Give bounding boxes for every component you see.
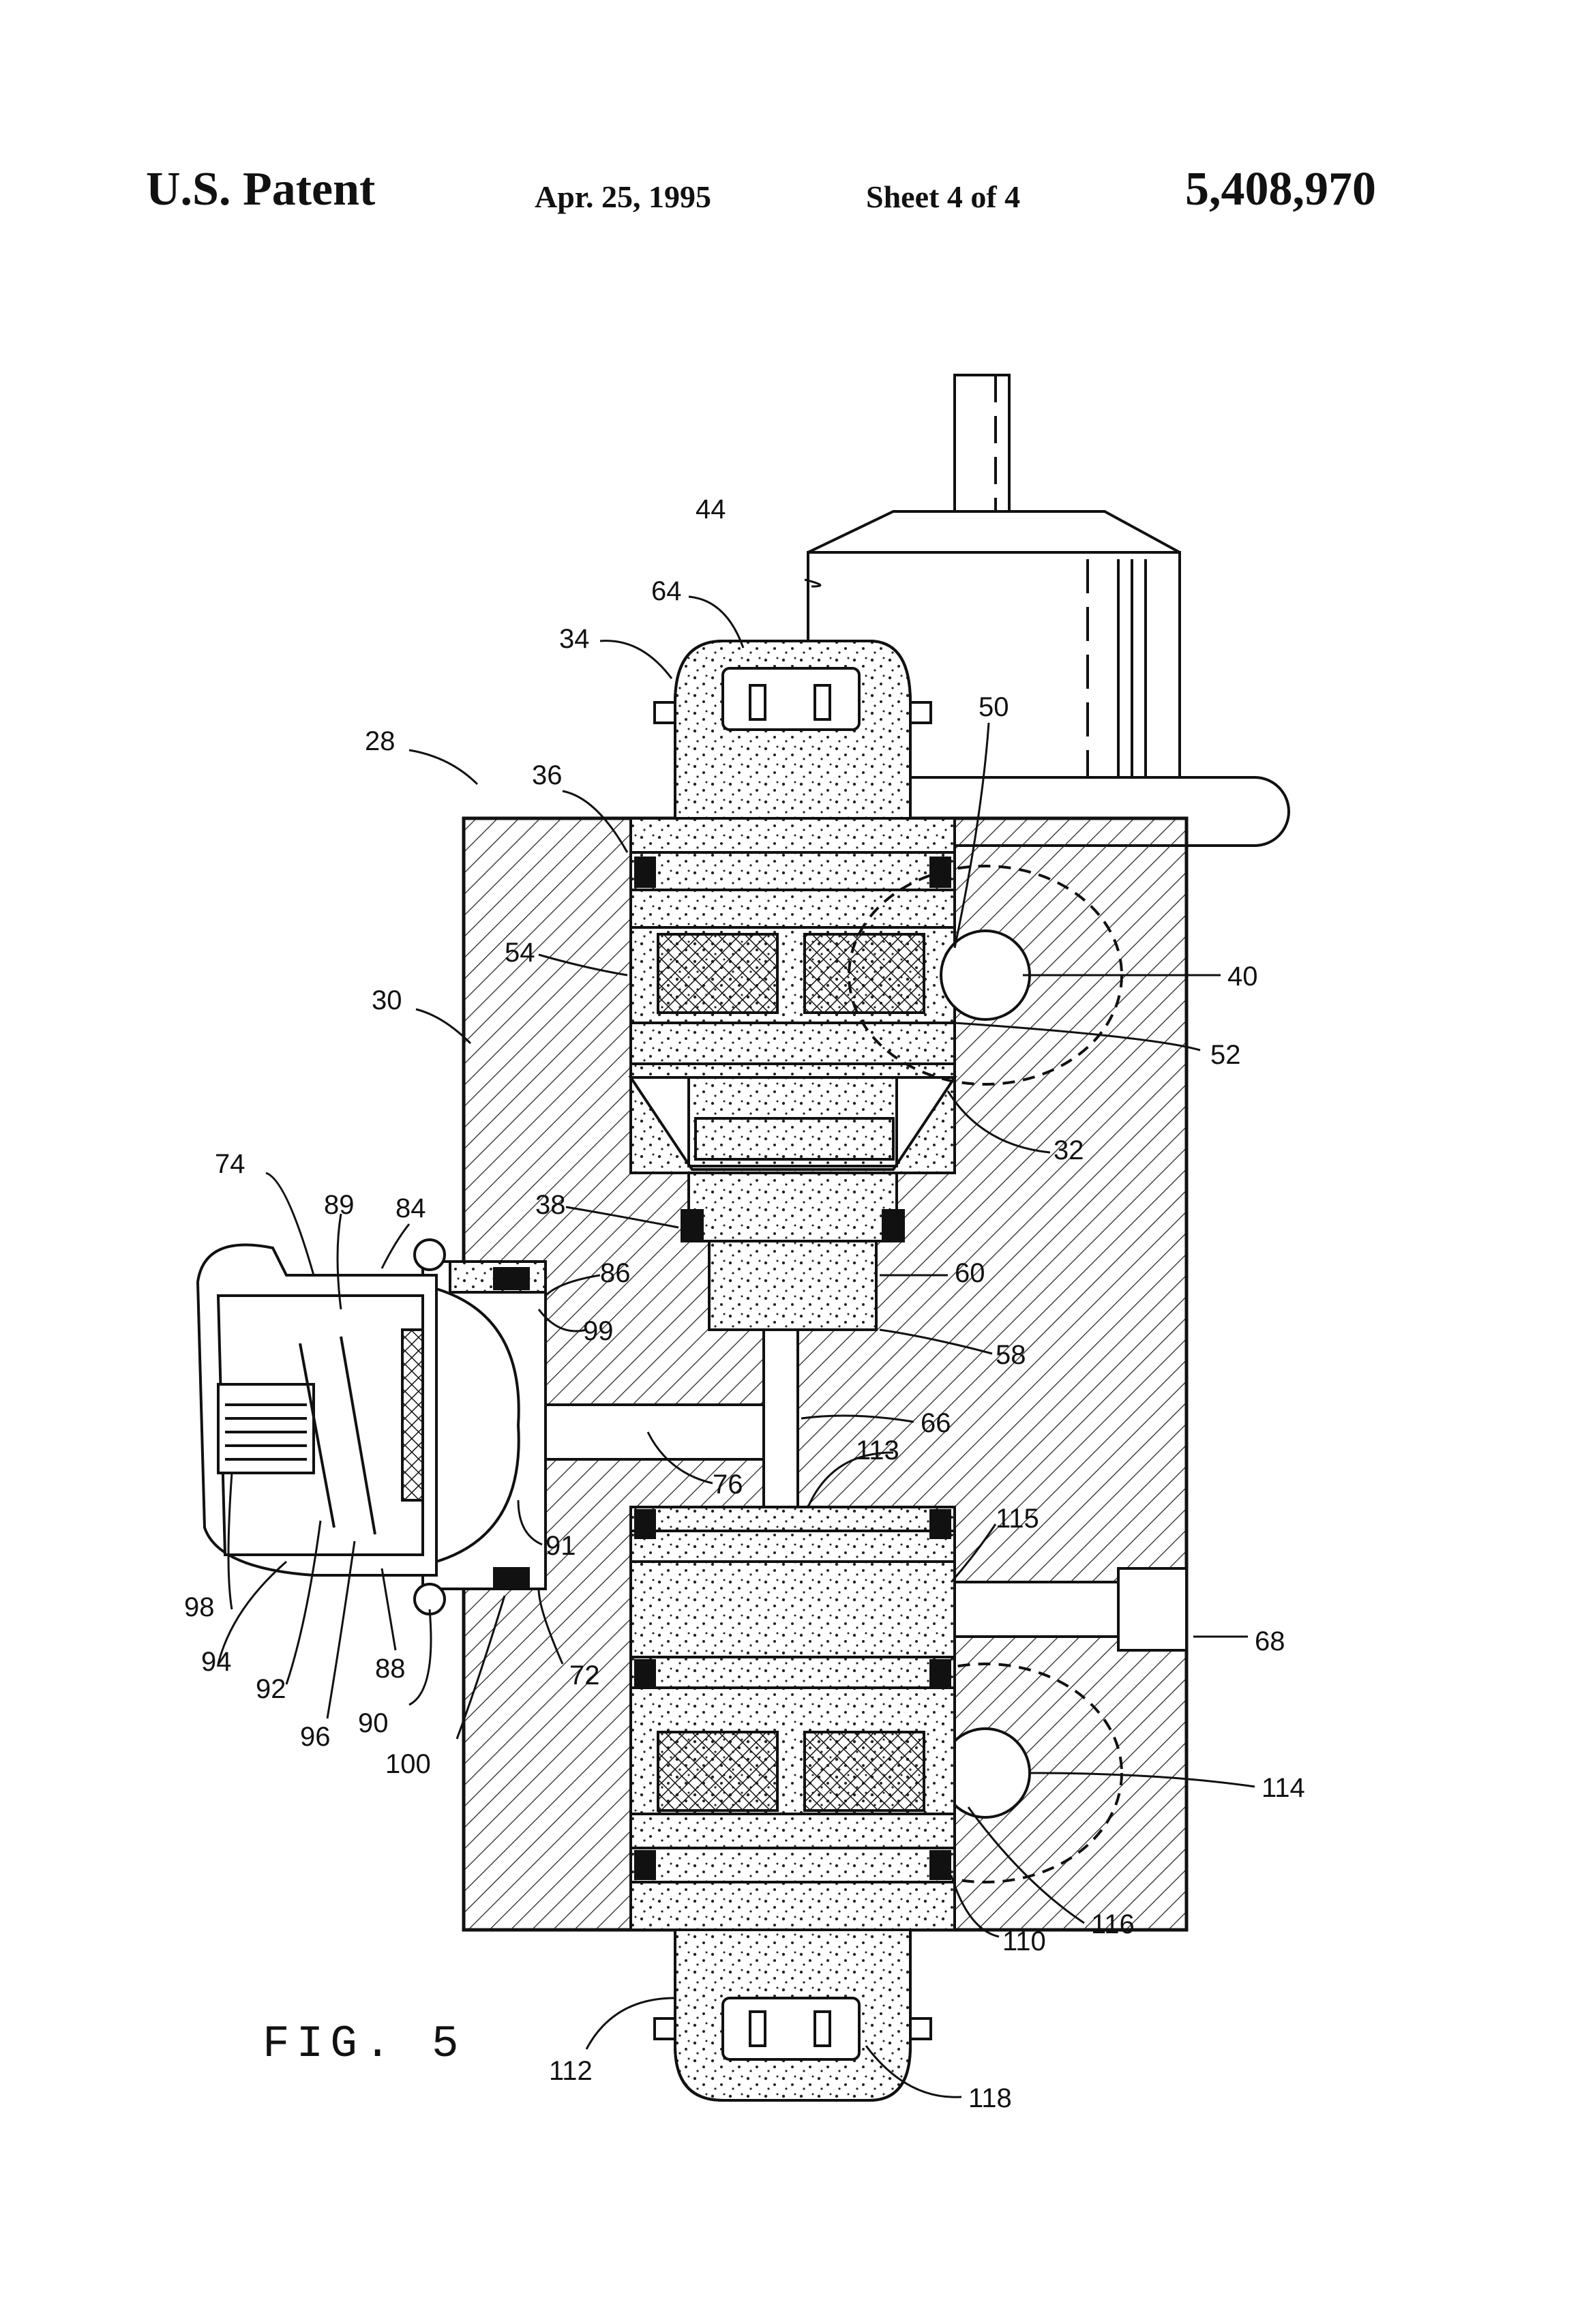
label-50: 50 [979, 692, 1009, 722]
label-74: 74 [215, 1149, 245, 1179]
pressure-regulator [198, 1240, 546, 1614]
label-89: 89 [324, 1190, 355, 1220]
label-118: 118 [968, 2083, 1012, 2113]
label-99: 99 [583, 1316, 614, 1346]
label-114: 114 [1262, 1773, 1305, 1803]
label-88: 88 [375, 1654, 406, 1684]
label-36: 36 [532, 760, 563, 790]
label-113: 113 [856, 1435, 899, 1465]
label-68: 68 [1255, 1626, 1285, 1656]
label-32: 32 [1054, 1135, 1084, 1165]
fig-label: FIG. 5 [263, 2018, 466, 2070]
label-72: 72 [569, 1660, 600, 1690]
lower-solenoid [631, 1507, 955, 1930]
label-86: 86 [600, 1258, 631, 1288]
label-94: 94 [201, 1647, 232, 1677]
label-116: 116 [1091, 1909, 1135, 1939]
label-28: 28 [365, 726, 395, 756]
figure-title: FIG. 5 [263, 2018, 466, 2070]
label-66: 66 [921, 1408, 951, 1438]
label-84: 84 [395, 1193, 426, 1223]
label-98: 98 [184, 1592, 215, 1622]
upper-connector [655, 641, 931, 818]
label-96: 96 [300, 1722, 331, 1752]
label-58: 58 [996, 1340, 1026, 1370]
label-54: 54 [505, 938, 535, 968]
label-100: 100 [385, 1749, 431, 1779]
label-34: 34 [559, 624, 590, 654]
label-90: 90 [358, 1708, 389, 1738]
label-38: 38 [535, 1190, 566, 1220]
label-110: 110 [1002, 1926, 1046, 1956]
label-92: 92 [256, 1674, 286, 1704]
label-44: 44 [696, 494, 726, 524]
label-40: 40 [1227, 962, 1258, 992]
label-60: 60 [955, 1258, 985, 1288]
label-115: 115 [996, 1504, 1039, 1534]
label-76: 76 [713, 1470, 743, 1500]
lower-connector [655, 1930, 931, 2100]
label-112: 112 [549, 2056, 593, 2086]
label-30: 30 [372, 985, 402, 1015]
label-91: 91 [546, 1531, 576, 1561]
label-52: 52 [1210, 1040, 1241, 1070]
label-64: 64 [651, 576, 682, 606]
